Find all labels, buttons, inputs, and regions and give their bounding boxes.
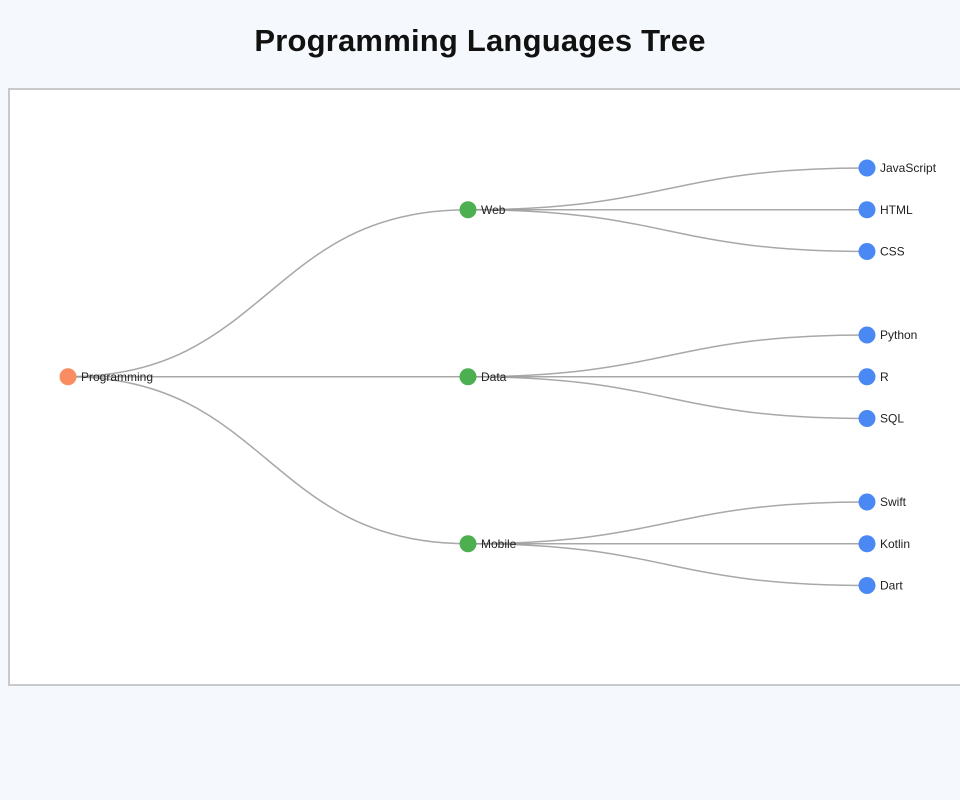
tree-node-circle[interactable] xyxy=(858,410,876,427)
tree-node-label: Python xyxy=(880,328,917,342)
tree-node-label: Dart xyxy=(880,579,903,593)
tree-node-circle[interactable] xyxy=(858,368,876,386)
tree-link xyxy=(467,376,868,420)
tree-node-circle[interactable] xyxy=(459,368,477,386)
tree-link xyxy=(467,501,868,545)
tree-link xyxy=(467,167,868,211)
tree-node-label: Data xyxy=(481,370,507,384)
tree-node-circle[interactable] xyxy=(858,577,876,594)
tree-node-javascript[interactable]: JavaScript xyxy=(858,159,937,177)
tree-node-sql[interactable]: SQL xyxy=(858,410,905,427)
tree-node-data[interactable]: Data xyxy=(459,368,507,386)
tree-node-label: JavaScript xyxy=(880,161,937,175)
tree-node-swift[interactable]: Swift xyxy=(858,493,907,511)
tree-node-web[interactable]: Web xyxy=(459,201,506,219)
tree-node-label: SQL xyxy=(880,412,904,426)
tree-node-circle[interactable] xyxy=(858,159,876,177)
tree-node-label: Swift xyxy=(880,495,907,509)
tree-node-circle[interactable] xyxy=(858,201,876,219)
tree-node-kotlin[interactable]: Kotlin xyxy=(858,535,911,553)
tree-node-circle[interactable] xyxy=(858,243,876,260)
tree-node-programming[interactable]: Programming xyxy=(59,368,154,386)
tree-node-html[interactable]: HTML xyxy=(858,201,913,219)
tree-link xyxy=(467,543,868,587)
tree-link xyxy=(67,209,469,378)
tree-node-circle[interactable] xyxy=(459,201,477,219)
tree-link xyxy=(467,209,868,253)
tree-node-label: Kotlin xyxy=(880,537,910,551)
tree-node-mobile[interactable]: Mobile xyxy=(459,535,517,553)
tree-node-label: CSS xyxy=(880,245,905,259)
tree-node-circle[interactable] xyxy=(858,493,876,511)
tree-node-label: HTML xyxy=(880,203,913,217)
tree-node-circle[interactable] xyxy=(858,535,876,553)
tree-node-circle[interactable] xyxy=(59,368,77,386)
tree-node-dart[interactable]: Dart xyxy=(858,577,904,594)
tree-link xyxy=(67,376,469,545)
tree-link xyxy=(467,334,868,378)
tree-node-css[interactable]: CSS xyxy=(858,243,905,260)
tree-node-circle[interactable] xyxy=(858,326,876,344)
tree-node-label: Mobile xyxy=(481,537,517,551)
tree-node-circle[interactable] xyxy=(459,535,477,553)
chart-title: Programming Languages Tree xyxy=(254,23,706,58)
tree-node-python[interactable]: Python xyxy=(858,326,918,344)
tree-node-r[interactable]: R xyxy=(858,368,890,386)
tree-node-label: R xyxy=(880,370,889,384)
tree-node-label: Programming xyxy=(81,370,153,384)
tree-node-label: Web xyxy=(481,203,506,217)
